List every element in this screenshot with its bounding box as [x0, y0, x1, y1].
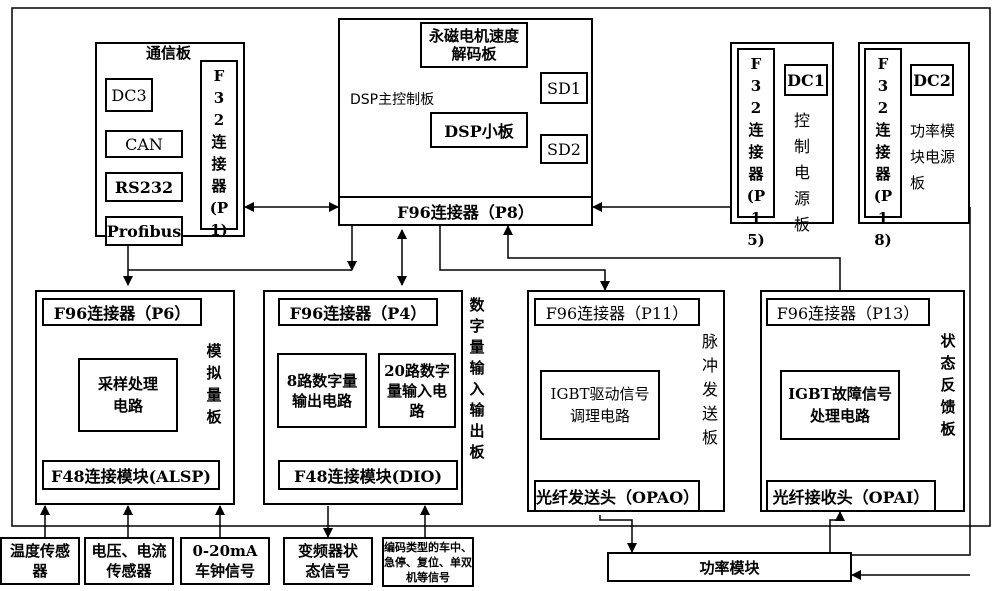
pulse-board-label: 脉冲发送板 — [701, 332, 718, 447]
comm-dc3: DC3 — [105, 78, 153, 112]
input-inverter-status: 变频器状态信号 — [283, 537, 373, 585]
outer-frame — [11, 7, 991, 527]
link-power-opai — [829, 511, 845, 552]
fiber-receiver-opai: 光纤接收头（OPAI） — [766, 480, 936, 512]
digital-module-dio: F48连接模块(DIO) — [278, 460, 458, 490]
igbt-fault-circuit: IGBT故障信号处理电路 — [780, 370, 900, 440]
dc2-box: DC2 — [910, 64, 954, 96]
dsp-board-title: DSP主控制板 — [350, 92, 435, 108]
digital-board-label: 数字量输入输出板 — [469, 296, 485, 461]
fiber-transmitter-opao: 光纤发送头（OPAO） — [534, 480, 700, 512]
control-power-label: 控制电源板 — [793, 111, 810, 234]
digital-connector-p4: F96连接器（P4） — [278, 298, 438, 326]
motor-decoder-board: 永磁电机速度解码板 — [420, 22, 528, 68]
igbt-drive-circuit: IGBT驱动信号调理电路 — [540, 370, 660, 440]
sd1-box: SD1 — [540, 72, 588, 104]
power-module: 功率模块 — [607, 552, 852, 582]
sd2-box: SD2 — [540, 134, 588, 164]
analog-board-label: 模拟量板 — [206, 342, 222, 426]
link-f96-p13 — [503, 225, 841, 290]
link-opao-power — [599, 515, 637, 553]
input-ma-signal: 0-20mA车钟信号 — [180, 537, 270, 585]
status-board-label: 状态反馈板 — [940, 332, 956, 438]
link-p18-power — [850, 207, 971, 556]
comm-profibus: Profibus — [105, 216, 183, 246]
dc1-box: DC1 — [784, 64, 828, 96]
comm-connector-p1: F32连接器(P1) — [200, 60, 238, 239]
power-supply-label: 功率模块电源板 — [910, 122, 956, 192]
input-voltage-current-sensor: 电压、电流传感器 — [84, 537, 174, 585]
power-supply-connector-p18: F32连接器(P18) — [864, 48, 902, 249]
comm-board-title: 通信板 — [146, 44, 192, 62]
dsp-small-board: DSP小板 — [430, 112, 528, 148]
sampling-circuit: 采样处理电路 — [78, 358, 178, 432]
status-connector-p13: F96连接器（P13） — [766, 298, 930, 326]
digital-output-circuit: 8路数字量输出电路 — [277, 353, 367, 428]
dsp-connector-p8: F96连接器（P8） — [338, 196, 593, 226]
digital-input-circuit: 20路数字量输入电路 — [378, 353, 456, 428]
link-f96-p11 — [439, 226, 610, 291]
control-power-connector-p15: F32连接器(P15) — [737, 48, 775, 249]
analog-connector-p6: F96连接器（P6） — [42, 298, 202, 326]
pulse-connector-p11: F96连接器（P11） — [534, 298, 700, 326]
comm-can: CAN — [105, 130, 183, 158]
comm-rs232: RS232 — [105, 172, 183, 202]
input-temperature-sensor: 温度传感器 — [0, 537, 80, 585]
input-encoder-signals: 编码类型的车中、急停、复位、单双机等信号 — [382, 537, 474, 587]
analog-module-alsp: F48连接模块(ALSP) — [42, 460, 220, 490]
